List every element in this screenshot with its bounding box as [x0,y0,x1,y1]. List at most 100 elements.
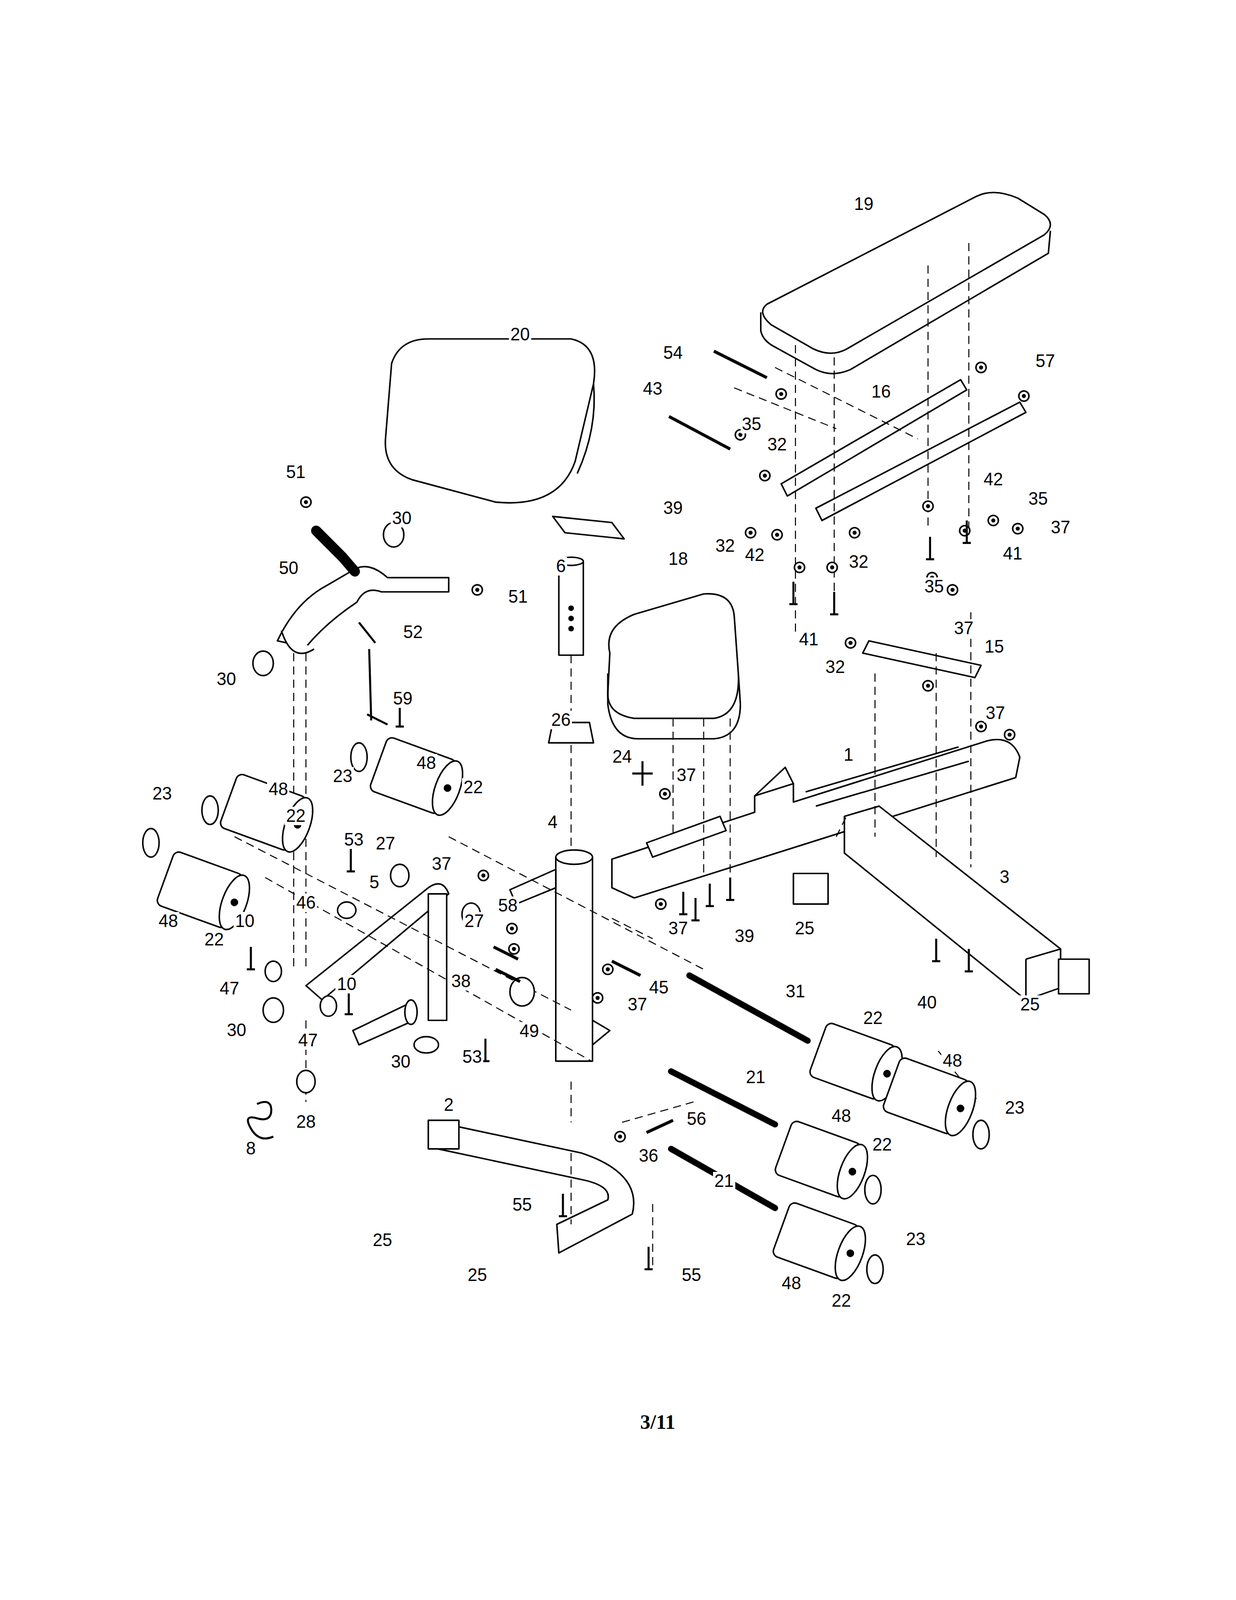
callout-number: 25 [1018,995,1042,1014]
callout-number: 32 [847,552,871,571]
callout-number: 55 [510,1195,534,1214]
seat-post [552,516,624,655]
callout-number: 21 [744,1067,767,1087]
callout-number: 28 [294,1112,317,1131]
callout-number: 1 [841,745,855,764]
callout-number: 22 [461,777,485,797]
hardware [246,362,1030,1269]
roller-pad [155,850,256,934]
front-leg [428,1120,634,1253]
callout-number: 5 [367,872,381,892]
callout-number: 2 [442,1095,456,1114]
callout-number: 37 [666,919,690,938]
callout-number: 42 [743,545,766,565]
callout-number: 43 [641,379,665,398]
callout-number: 55 [680,1265,703,1284]
callout-number: 41 [797,630,820,649]
callout-number: 27 [462,911,486,931]
callout-number: 36 [637,1146,660,1165]
roller-rod [670,1148,776,1208]
callout-number: 22 [861,1008,885,1028]
assembly-line [234,242,980,1265]
callout-number: 41 [1001,544,1024,563]
callout-number: 25 [793,919,816,938]
callout-number: 42 [982,470,1005,489]
callout-number: 46 [294,893,317,912]
callout-number: 15 [982,637,1006,656]
callout-number: 8 [244,1139,258,1158]
leg-developer [277,530,449,654]
bench-pad [760,192,1051,374]
callout-number: 38 [449,971,473,991]
callout-number: 23 [904,1229,927,1249]
callout-number: 16 [870,382,893,401]
callout-number: 30 [390,508,413,528]
callout-number: 30 [389,1052,412,1071]
callout-number: 32 [824,657,847,677]
roller-pad [218,772,319,856]
callout-number: 22 [203,930,226,949]
callout-number: 57 [1034,351,1057,371]
seat-pad [607,593,741,739]
callout-number: 21 [713,1171,736,1190]
callout-number: 25 [371,1230,394,1250]
callout-number: 37 [983,703,1007,723]
callout-number: 53 [460,1047,484,1066]
callout-number: 54 [662,343,685,363]
callout-number: 37 [675,765,698,785]
callout-number: 18 [666,549,690,569]
callout-number: 30 [215,669,238,689]
callout-number: 48 [780,1273,803,1293]
callout-number: 56 [685,1109,708,1128]
callout-number: 37 [626,995,649,1014]
roller-rod [689,975,808,1041]
callout-number: 48 [941,1051,964,1070]
callout-number: 6 [554,556,568,576]
callout-number: 10 [335,974,358,994]
callout-number: 59 [391,689,414,708]
roller-pad [368,735,469,819]
callout-number: 27 [374,834,397,853]
callout-number: 48 [414,753,438,773]
page-number: 3/11 [638,1410,677,1433]
callout-number: 4 [546,812,559,832]
callout-number: 47 [218,979,241,998]
callout-number: 51 [284,462,307,482]
callout-number: 22 [871,1135,894,1154]
bolt [493,350,767,1133]
callout-number: 53 [342,830,365,849]
callout-number: 22 [830,1291,853,1310]
callout-number: 37 [430,854,453,873]
callout-number: 30 [225,1020,248,1040]
leg-lever [305,883,449,1045]
callout-number: 31 [784,982,807,1001]
callout-number: 32 [765,435,789,454]
callout-number: 48 [830,1106,853,1126]
rear-leg [844,806,1061,1000]
seat-bracket [862,640,982,678]
end-cap [793,872,829,904]
callout-number: 20 [508,325,532,344]
callout-number: 23 [1003,1098,1026,1117]
callout-number: 39 [662,498,685,518]
callout-number: 25 [466,1265,489,1284]
knob [632,760,653,786]
callout-number: 37 [1049,518,1072,537]
pad-bracket [815,401,1026,521]
callout-number: 35 [922,577,946,596]
callout-number: 26 [549,710,572,729]
roller-pad [773,1119,874,1203]
back-pad [385,338,595,503]
spring-clip [247,1101,273,1139]
callout-number: 40 [915,993,938,1012]
callout-number: 39 [733,926,756,946]
callout-number: 48 [267,779,290,799]
washer [142,522,990,1284]
callout-number: 10 [233,911,256,931]
callout-number: 58 [496,896,520,915]
center-post [509,849,610,1062]
end-cap [1058,958,1090,994]
callout-number: 22 [284,806,307,825]
callout-number: 48 [157,911,180,931]
